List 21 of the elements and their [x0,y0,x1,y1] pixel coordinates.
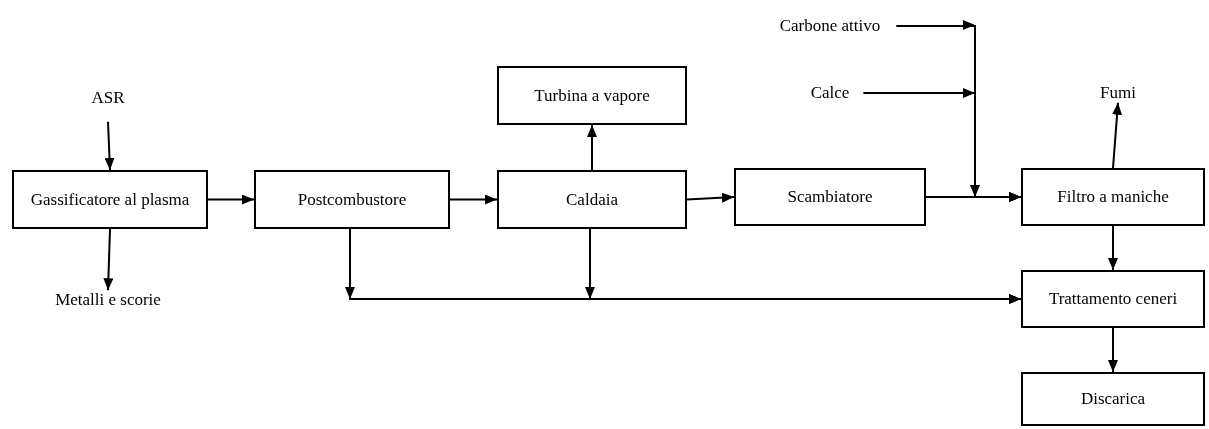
box-label: Scambiatore [787,187,873,207]
stream-label: ASR [91,88,125,108]
process-box [734,168,926,226]
process-box [497,66,687,125]
process-box [497,170,687,229]
process-box [1021,270,1205,328]
process-box [254,170,450,229]
box-label: Trattamento ceneri [1048,289,1178,309]
process-box [1021,168,1205,226]
box-label: Discarica [1080,389,1146,409]
box-label: Postcombustore [297,189,407,210]
process-box [1021,372,1205,426]
stream-label: Metalli e scorie [55,290,161,310]
box-label: Gassificatore al plasma [30,189,190,210]
process-box [12,170,208,229]
box-label: Caldaia [566,189,618,210]
stream-label: Calce [810,83,850,103]
stream-label: Fumi [1100,83,1136,103]
stream-label: Carbone attivo [779,16,881,36]
box-label: Turbina a vapore [534,85,650,106]
box-label: Filtro a maniche [1057,187,1169,207]
